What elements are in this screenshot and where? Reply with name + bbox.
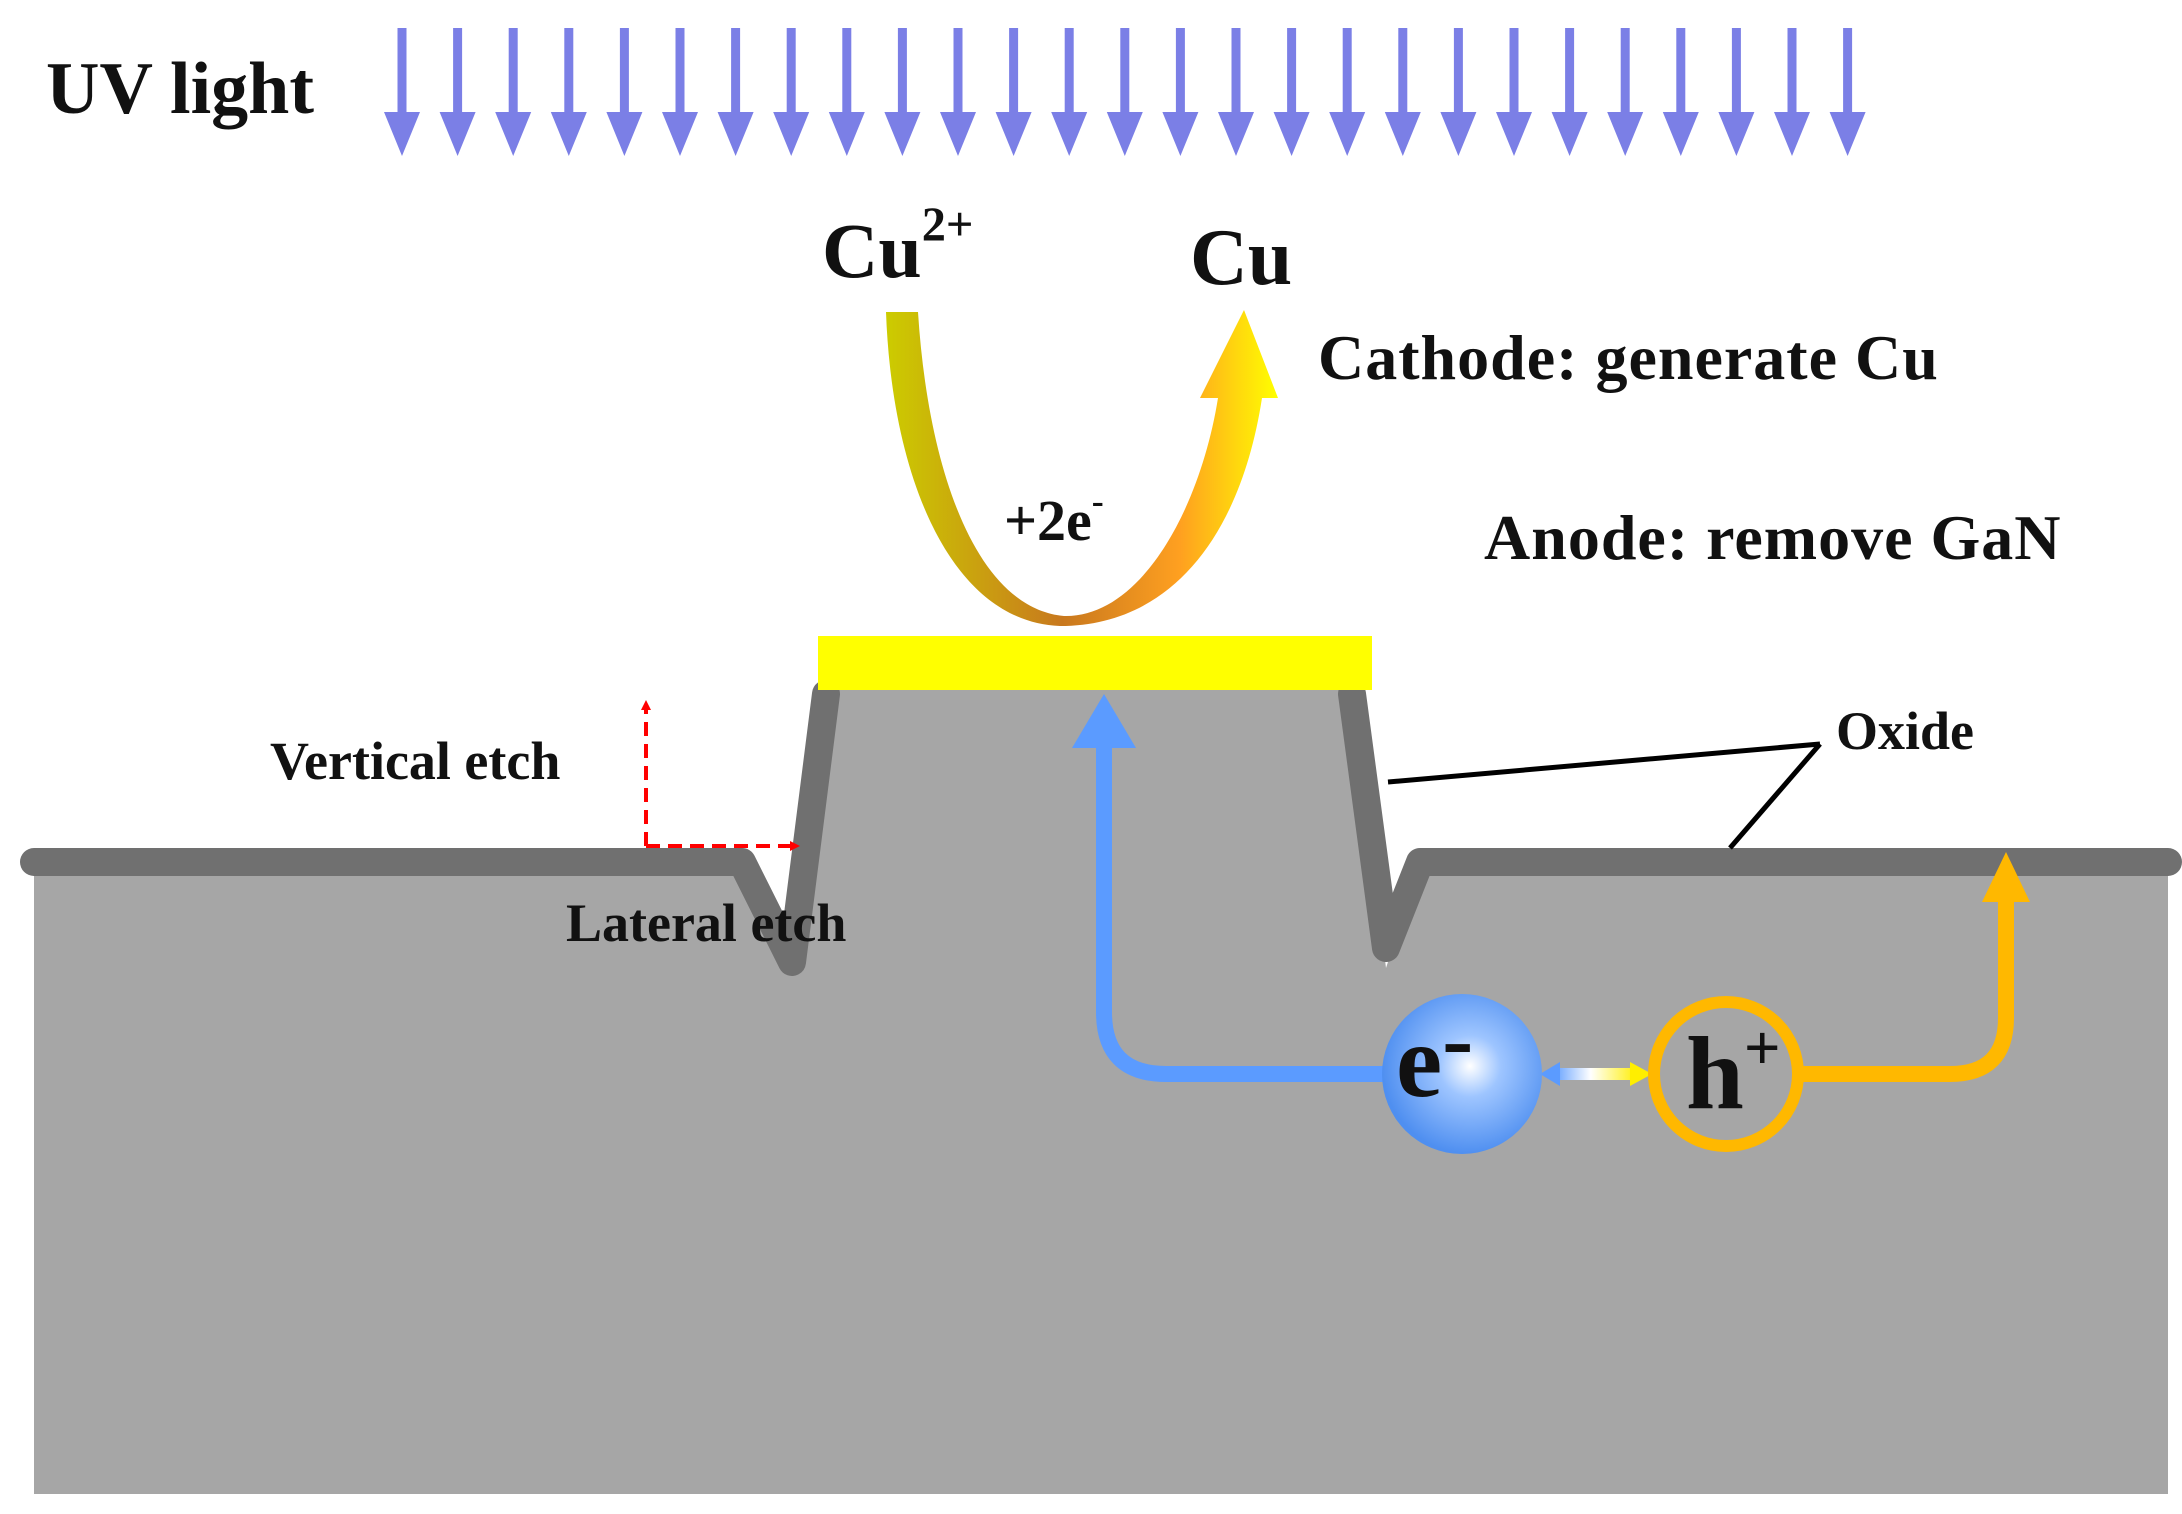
uv-arrow: [1273, 28, 1310, 156]
uv-arrow: [884, 28, 921, 156]
metal-pad: [818, 636, 1372, 690]
electron-path: [1072, 694, 1384, 1082]
uv-arrow: [1718, 28, 1755, 156]
uv-arrow: [1607, 28, 1644, 156]
uv-arrow: [606, 28, 643, 156]
electron-hole-arrow: [1540, 1062, 1652, 1086]
hole-base: h: [1686, 1016, 1744, 1131]
oxide-label: Oxide: [1836, 701, 1975, 761]
oxide-pointer: [1387, 741, 1822, 850]
electron-transfer-base: +2e: [1004, 488, 1092, 553]
uv-light-arrows: [384, 28, 1866, 156]
electron-circle: [1382, 994, 1542, 1154]
uv-arrow: [1774, 28, 1810, 156]
electron-label: e-: [1396, 992, 1473, 1114]
electron-transfer-sup: -: [1091, 481, 1104, 522]
uv-arrow: [1162, 28, 1199, 156]
cu-reduction-arrow: [886, 310, 1278, 626]
uv-arrow: [773, 28, 810, 156]
cu-ion-charge: 2+: [921, 198, 974, 252]
hole-path: [1796, 852, 2030, 1082]
cu-metal-label: Cu: [1190, 214, 1293, 302]
gan-substrate: [34, 688, 2168, 1494]
uv-arrow: [1051, 28, 1088, 156]
electron-base: e: [1396, 1004, 1443, 1119]
uv-arrow: [717, 28, 754, 156]
lateral-etch-label: Lateral etch: [566, 893, 847, 953]
uv-arrow: [662, 28, 698, 156]
uv-arrow: [1662, 28, 1699, 156]
uv-arrow: [384, 28, 420, 156]
uv-arrow: [1384, 28, 1421, 156]
uv-arrow: [495, 28, 532, 156]
uv-arrow: [1551, 28, 1588, 156]
uv-arrow: [439, 28, 476, 156]
hole-sup: +: [1743, 1012, 1781, 1084]
anode-label: Anode: remove GaN: [1484, 502, 2062, 573]
vertical-etch-label: Vertical etch: [270, 731, 561, 791]
uv-arrow: [1496, 28, 1532, 156]
cu-ion-base: Cu: [822, 207, 922, 294]
hole-label: h+: [1686, 1016, 1781, 1126]
electron-transfer-label: +2e-: [1004, 483, 1104, 550]
uv-arrow: [995, 28, 1032, 156]
cu-ion-label: Cu2+: [822, 201, 973, 290]
uv-arrow: [1829, 28, 1866, 156]
uv-arrow: [550, 28, 587, 156]
oxide-layer: [20, 680, 2182, 976]
uv-light-label: UV light: [46, 48, 314, 130]
uv-arrow: [940, 28, 976, 156]
hole-circle: [1648, 996, 1804, 1152]
uv-arrow: [1106, 28, 1143, 156]
uv-arrow: [1440, 28, 1477, 156]
uv-arrow: [1218, 28, 1254, 156]
cathode-label: Cathode: generate Cu: [1318, 322, 1939, 393]
electron-sup: -: [1442, 987, 1474, 1091]
uv-arrow: [828, 28, 865, 156]
uv-arrow: [1329, 28, 1366, 156]
etch-arrows: [641, 700, 800, 851]
